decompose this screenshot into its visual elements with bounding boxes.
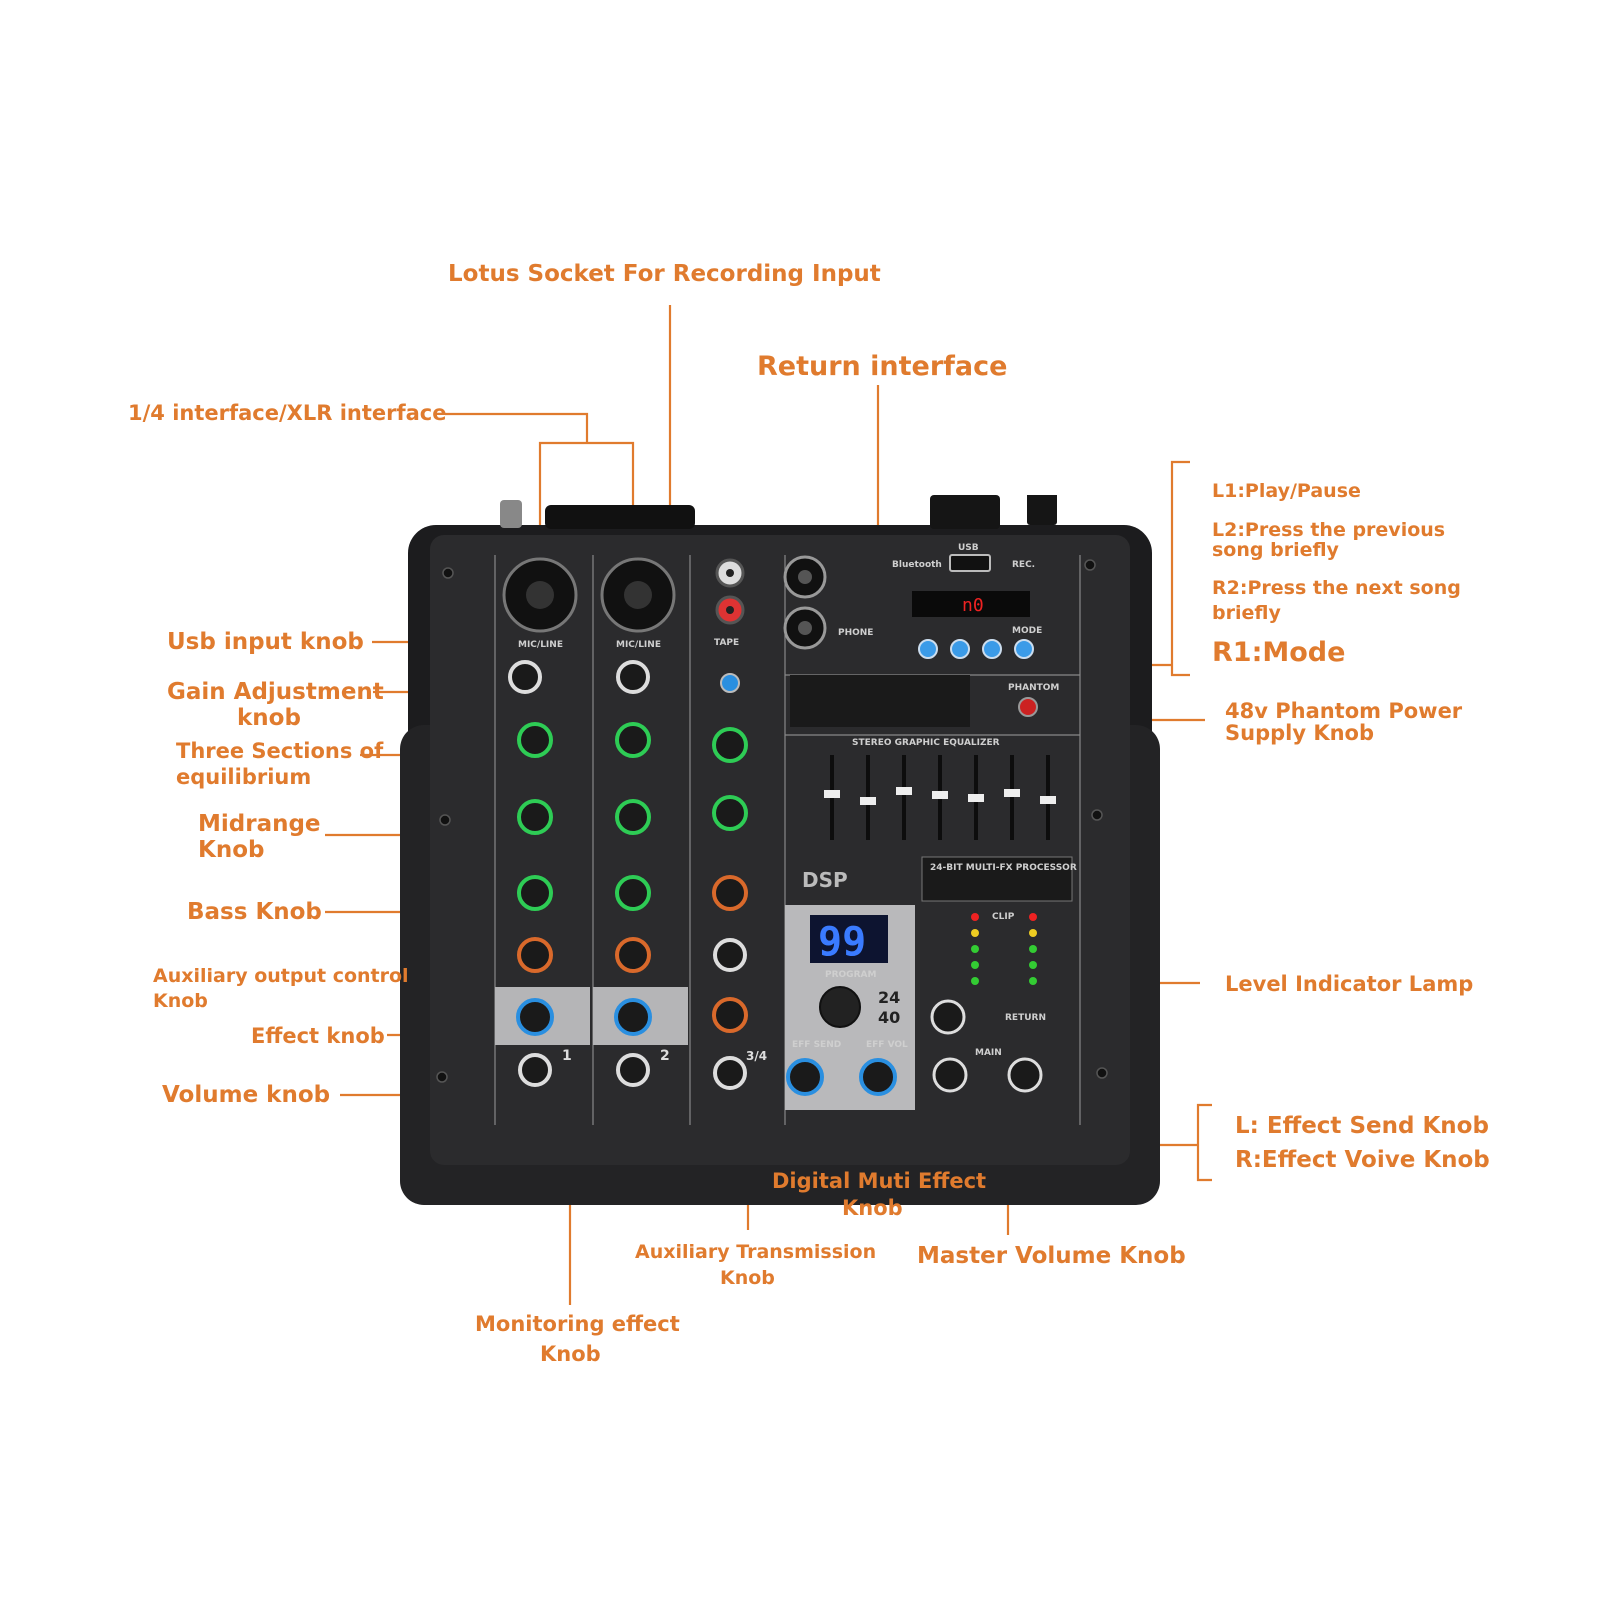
channel-34-number: 3/4 [746, 1049, 767, 1063]
fx-title: 24-BIT MULTI-FX PROCESSOR [930, 863, 1077, 873]
label-level-indicator: Level Indicator Lamp [1225, 972, 1474, 996]
ch1-gain-knob[interactable] [508, 660, 542, 694]
label-monitoring-line2: Knob [540, 1342, 601, 1366]
label-volume-knob: Volume knob [162, 1082, 331, 1108]
label-return-interface: Return interface [757, 351, 1008, 382]
label-usb-input-knob: Usb input knob [167, 629, 364, 655]
label-l2-line2: song briefly [1212, 539, 1339, 561]
label-phantom-line2: Supply Knob [1225, 721, 1375, 745]
eff-send-label: EFF SEND [792, 1040, 841, 1050]
ch2-gain-knob[interactable] [616, 660, 650, 694]
eq-title: STEREO GRAPHIC EQUALIZER [852, 738, 1000, 748]
return-knob[interactable] [930, 999, 966, 1035]
ch1-mid-knob[interactable] [517, 799, 553, 835]
play-pause-button[interactable] [918, 639, 938, 659]
ch2-vol-knob[interactable] [616, 1053, 650, 1087]
ch2-effect-knob[interactable] [614, 998, 652, 1036]
bits-label: 24 [878, 988, 900, 1007]
ch2-aux-knob[interactable] [615, 937, 651, 973]
eff-send-knob[interactable] [786, 1058, 824, 1096]
ch34-low-knob[interactable] [712, 795, 748, 831]
tape-label: TAPE [714, 638, 739, 648]
aux-send-knob[interactable] [712, 997, 748, 1033]
return-label: RETURN [1005, 1013, 1046, 1023]
clip-label: CLIP [992, 912, 1015, 922]
label-bass-knob: Bass Knob [187, 899, 322, 925]
eff-vol-knob[interactable] [859, 1058, 897, 1096]
dsp-display: 99 [818, 919, 866, 965]
ch34-vol-knob[interactable] [713, 1056, 747, 1090]
ch1-low-knob[interactable] [517, 875, 553, 911]
label-midrange-line2: Knob [198, 837, 265, 863]
channel-1-number: 1 [562, 1048, 572, 1064]
phantom-label: PHANTOM [1008, 683, 1059, 693]
label-effect-send: L: Effect Send Knob [1235, 1113, 1489, 1139]
channel-2-number: 2 [660, 1048, 670, 1064]
mode-button[interactable] [1014, 639, 1034, 659]
label-phantom-line1: 48v Phantom Power [1225, 699, 1463, 723]
main-right-knob[interactable] [1007, 1057, 1043, 1093]
program-label: PROGRAM [825, 970, 876, 980]
ch1-effect-knob[interactable] [516, 998, 554, 1036]
label-midrange-line1: Midrange [198, 811, 321, 837]
mic-line-label-1: MIC/LINE [518, 640, 563, 650]
ch1-vol-knob[interactable] [518, 1053, 552, 1087]
label-digital-effect-line1: Digital Muti Effect [772, 1169, 987, 1193]
program-knob[interactable] [819, 986, 861, 1028]
mp3-display: n0 [962, 595, 984, 616]
label-aux-transmission-line2: Knob [720, 1267, 775, 1289]
usb-label: USB [958, 543, 979, 553]
ch2-mid-knob[interactable] [615, 799, 651, 835]
label-aux-transmission-line1: Auxiliary Transmission [635, 1241, 877, 1263]
ch1-aux-knob[interactable] [517, 937, 553, 973]
bluetooth-label: Bluetooth [892, 560, 942, 570]
phone-jack-label: PHONE [838, 628, 873, 638]
label-three-sections-line1: Three Sections of [176, 739, 384, 763]
ch34-aux-knob[interactable] [712, 875, 748, 911]
rec-label: REC. [1012, 560, 1035, 570]
eff-vol-label: EFF VOL [866, 1040, 908, 1050]
mic-line-label-2: MIC/LINE [616, 640, 661, 650]
label-l2-line1: L2:Press the previous [1212, 519, 1446, 541]
ch2-low-knob[interactable] [615, 875, 651, 911]
label-monitoring-line1: Monitoring effect [475, 1312, 680, 1336]
label-gain-line1: Gain Adjustment [167, 679, 384, 705]
label-r2-line2: briefly [1212, 602, 1281, 624]
label-effect-knob: Effect knob [251, 1024, 385, 1048]
label-r2-line1: R2:Press the next song [1212, 577, 1461, 599]
label-lotus-socket: Lotus Socket For Recording Input [448, 261, 881, 287]
next-button[interactable] [982, 639, 1002, 659]
ch2-high-knob[interactable] [615, 722, 651, 758]
ch34-high-knob[interactable] [712, 727, 748, 763]
main-label: MAIN [975, 1048, 1002, 1058]
main-left-knob[interactable] [932, 1057, 968, 1093]
label-aux-output-line1: Auxiliary output control [153, 965, 409, 987]
mixer-device: MIC/LINE MIC/LINE TAPE PHONE Bluetooth U… [400, 495, 1160, 1205]
label-master-volume: Master Volume Knob [917, 1243, 1186, 1269]
label-quarter-xlr: 1/4 interface/XLR interface [128, 401, 447, 425]
previous-button[interactable] [950, 639, 970, 659]
phone-knob[interactable] [713, 938, 747, 972]
dsp-logo: DSP [802, 868, 848, 892]
label-digital-effect-line2: Knob [842, 1196, 903, 1220]
label-gain-line2: knob [237, 705, 301, 731]
modes-label: 40 [878, 1008, 900, 1027]
label-effect-voive: R:Effect Voive Knob [1235, 1147, 1490, 1173]
ch1-high-knob[interactable] [517, 722, 553, 758]
label-aux-output-line2: Knob [153, 990, 208, 1012]
label-r1: R1:Mode [1212, 637, 1346, 668]
label-three-sections-line2: equilibrium [176, 765, 312, 789]
mode-label: MODE [1012, 626, 1042, 636]
label-l1: L1:Play/Pause [1212, 480, 1361, 502]
